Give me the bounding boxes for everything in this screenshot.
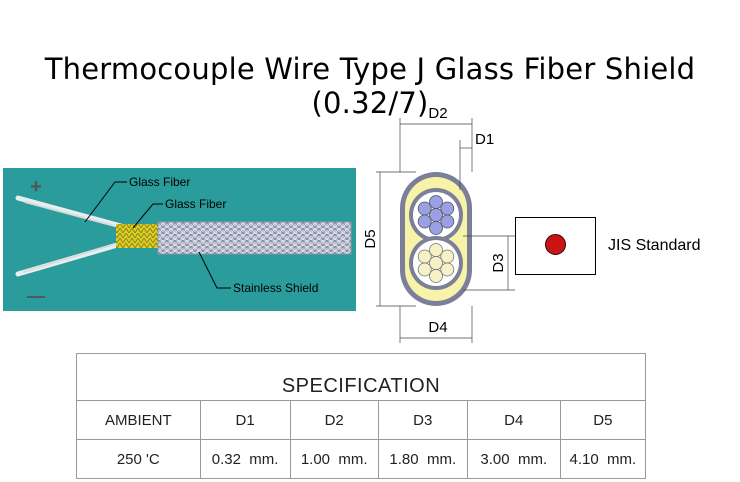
value-d1: 0.32 mm. [199, 439, 291, 479]
specification-table: SPECIFICATION AMBIENT D1 D2 D3 D4 D5 250… [76, 353, 647, 479]
specification-heading: SPECIFICATION [76, 353, 646, 401]
stainless-shield [158, 222, 351, 254]
jis-color-box [515, 217, 596, 275]
value-d3: 1.80 mm. [377, 439, 468, 479]
value-d5: 4.10 mm. [559, 439, 647, 479]
dim-label-d1: D1 [475, 131, 494, 148]
negative-lead-conductor [22, 243, 116, 273]
dim-label-d3: D3 [490, 253, 507, 272]
column-header-d4: D4 [466, 400, 561, 440]
callout-line-3 [198, 251, 231, 289]
jis-standard-label: JIS Standard [608, 237, 701, 254]
conductor-strands-2 [417, 243, 455, 283]
cross-section-drawing: D2 D1 D5 D3 D4 [362, 105, 515, 343]
callout-glass-fiber-1: Glass Fiber [129, 175, 190, 189]
column-header-d3: D3 [377, 400, 468, 440]
value-ambient: 250 'C [76, 439, 201, 479]
minus-sign: — [27, 286, 45, 306]
glass-fiber-braid [116, 224, 161, 248]
dim-label-d4: D4 [428, 319, 447, 336]
conductor-strands-1 [417, 195, 455, 235]
callout-glass-fiber-2: Glass Fiber [165, 197, 226, 211]
column-header-d1: D1 [199, 400, 291, 440]
dim-label-d5: D5 [362, 229, 379, 248]
positive-lead [15, 195, 124, 229]
callout-stainless-shield: Stainless Shield [233, 281, 318, 295]
jis-color-dot [545, 234, 566, 255]
plus-sign: + [30, 176, 42, 198]
page-title: Thermocouple Wire Type J Glass Fiber Shi… [44, 52, 696, 120]
dim-label-d2: D2 [428, 105, 447, 122]
callout-line-2 [132, 203, 163, 229]
wire-photo: + — Glass Fiber Glass Fiber Stainless Sh… [3, 168, 356, 311]
callout-line-1 [84, 181, 127, 223]
column-header-d5: D5 [559, 400, 647, 440]
column-header-d2: D2 [289, 400, 379, 440]
value-d2: 1.00 mm. [289, 439, 379, 479]
column-header-ambient: AMBIENT [76, 400, 201, 440]
positive-lead-conductor [24, 201, 116, 227]
value-d4: 3.00 mm. [466, 439, 561, 479]
